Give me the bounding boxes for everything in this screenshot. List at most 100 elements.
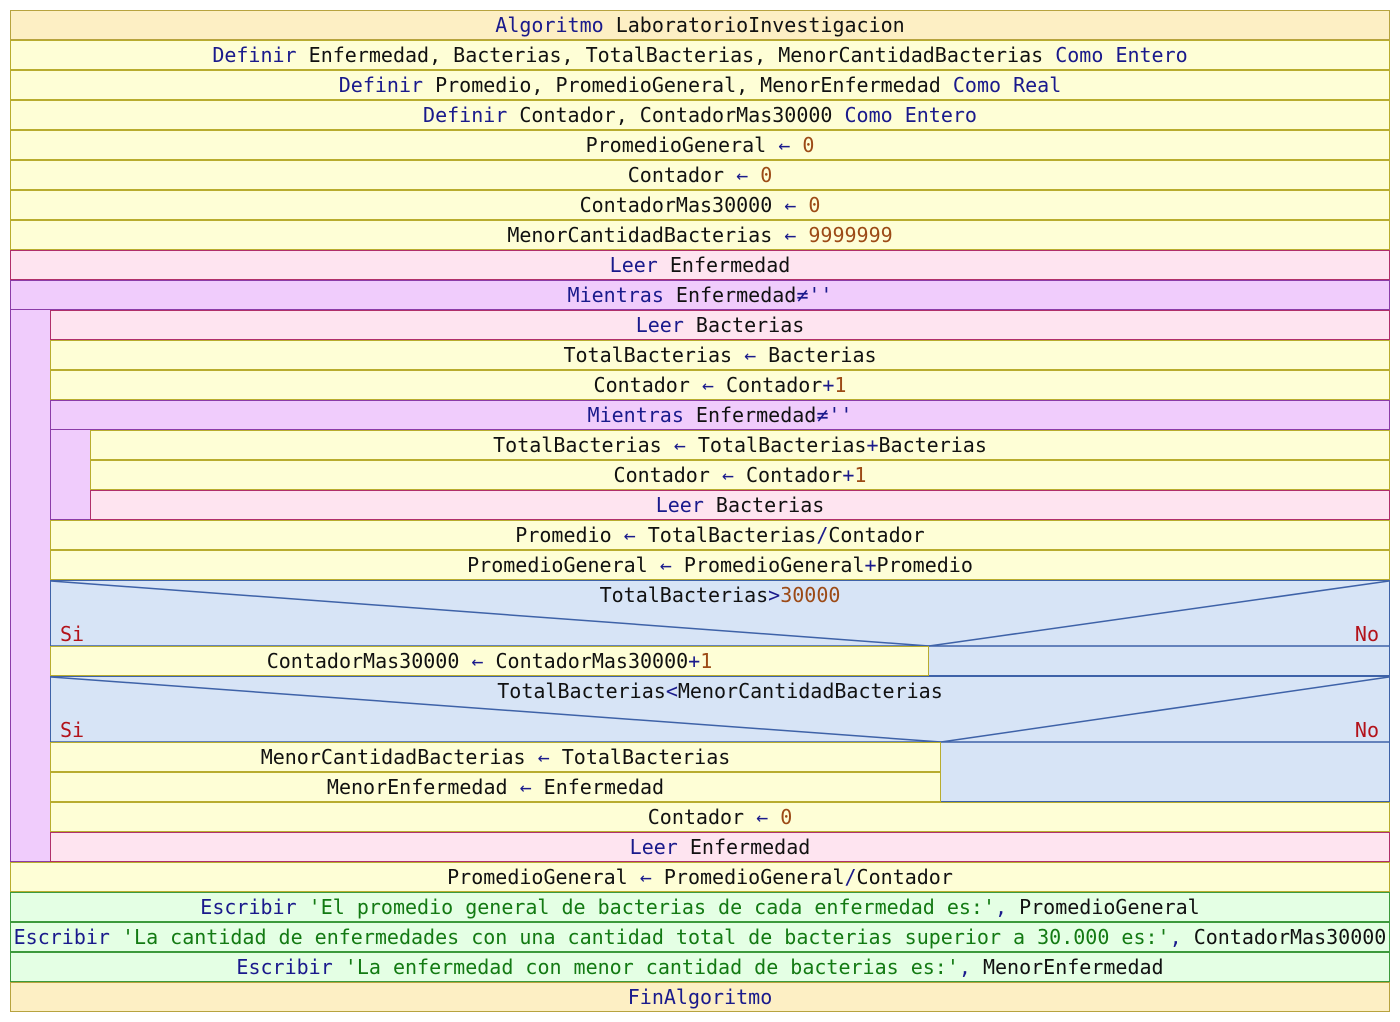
write-var: ContadorMas30000 <box>1193 925 1387 949</box>
assign-arrow: ← <box>537 745 550 769</box>
assign-contador-inc-inner: Contador ← Contador+1 <box>90 460 1390 490</box>
read-var: Enfermedad <box>669 253 791 277</box>
assign-arrow: ← <box>673 433 686 457</box>
assign-arrow: ← <box>744 343 757 367</box>
assign-value: 0 <box>802 133 815 157</box>
write-sep: , <box>958 955 971 979</box>
assign-arrow: ← <box>471 649 484 673</box>
assign-arrow: ← <box>778 133 791 157</box>
assign-target: TotalBacterias <box>493 433 662 457</box>
assign-expr-num: 1 <box>854 463 867 487</box>
assign-value: 9999999 <box>808 223 893 247</box>
assign-expr-num: 1 <box>834 373 847 397</box>
read-var: Bacterias <box>695 313 805 337</box>
while-cond-var: Enfermedad <box>675 283 797 307</box>
assign-arrow: ← <box>659 553 672 577</box>
assign-expr-var: ContadorMas30000 <box>495 649 689 673</box>
read-var: Enfermedad <box>689 835 811 859</box>
assign-contadormas30000-inc: ContadorMas30000 ← ContadorMas30000+1 <box>50 646 929 676</box>
assign-target: PromedioGeneral <box>585 133 767 157</box>
read-bacterias-inner: Leer Bacterias <box>90 490 1390 520</box>
cond-var: TotalBacterias <box>497 679 666 703</box>
assign-expr-op: + <box>688 649 701 673</box>
assign-expr-op: + <box>866 433 879 457</box>
keyword-como: Como <box>844 103 893 127</box>
assign-expr-num: 1 <box>700 649 713 673</box>
keyword-leer: Leer <box>629 835 678 859</box>
keyword-finalgoritmo: FinAlgoritmo <box>627 985 773 1009</box>
assign-target: MenorCantidadBacterias <box>507 223 773 247</box>
define-vars: Contador, ContadorMas30000 <box>519 103 833 127</box>
keyword-como: Como <box>952 73 1002 97</box>
assign-expr-b: Contador <box>828 523 925 547</box>
keyword-mientras: Mientras <box>587 403 684 427</box>
assign-promediogeneral-init: PromedioGeneral ← 0 <box>10 130 1390 160</box>
keyword-leer: Leer <box>655 493 704 517</box>
cond-op: < <box>665 679 678 703</box>
keyword-escribir: Escribir <box>200 895 297 919</box>
write-sep: , <box>1169 925 1182 949</box>
define-vars: Enfermedad, Bacterias, TotalBacterias, M… <box>308 43 1044 67</box>
assign-contadormas30000-init: ContadorMas30000 ← 0 <box>10 190 1390 220</box>
assign-target: ContadorMas30000 <box>266 649 460 673</box>
assign-promediogeneral-acc: PromedioGeneral ← PromedioGeneral+Promed… <box>50 550 1390 580</box>
assign-target: PromedioGeneral <box>467 553 648 577</box>
if-2-no-label: No <box>1354 718 1379 742</box>
algorithm-header: Algoritmo LaboratorioInvestigacion <box>10 10 1390 40</box>
if-1-condition: TotalBacterias>30000 <box>51 583 1389 607</box>
assign-target: ContadorMas30000 <box>579 193 773 217</box>
while-cond-op: ≠'' <box>816 403 853 427</box>
assign-target: Contador <box>593 373 690 397</box>
write-promedio-general: Escribir 'El promedio general de bacteri… <box>10 892 1390 922</box>
read-enfermedad-loop: Leer Enfermedad <box>50 832 1390 862</box>
keyword-escribir: Escribir <box>13 925 110 949</box>
assign-expr-var: Contador <box>746 463 843 487</box>
assign-expr-a: PromedioGeneral <box>683 553 865 577</box>
assign-value: 0 <box>760 163 773 187</box>
if-2-yes-label: Si <box>60 718 85 742</box>
algorithm-footer: FinAlgoritmo <box>10 982 1390 1012</box>
assign-expr-a: TotalBacterias <box>697 433 867 457</box>
define-statement-1: Definir Enfermedad, Bacterias, TotalBact… <box>10 40 1390 70</box>
assign-menorcantidad: MenorCantidadBacterias ← TotalBacterias <box>50 742 941 772</box>
write-sep: , <box>995 895 1008 919</box>
assign-menorenfermedad: MenorEnfermedad ← Enfermedad <box>50 772 941 802</box>
assign-arrow: ← <box>784 193 797 217</box>
assign-expr-var: Contador <box>726 373 823 397</box>
write-var: PromedioGeneral <box>1019 895 1200 919</box>
keyword-definir: Definir <box>423 103 508 127</box>
write-menor-enfermedad: Escribir 'La enfermedad con menor cantid… <box>10 952 1390 982</box>
assign-expr: Enfermedad <box>543 775 665 799</box>
define-vars: Promedio, PromedioGeneral, MenorEnfermed… <box>435 73 941 97</box>
assign-target: Contador <box>627 163 725 187</box>
cond-num: 30000 <box>780 583 841 607</box>
keyword-mientras: Mientras <box>567 283 664 307</box>
define-statement-3: Definir Contador, ContadorMas30000 Como … <box>10 100 1390 130</box>
assign-contador-init: Contador ← 0 <box>10 160 1390 190</box>
assign-contador-reset: Contador ← 0 <box>50 802 1390 832</box>
assign-expr-op: + <box>842 463 855 487</box>
algorithm-name: LaboratorioInvestigacion <box>615 13 905 37</box>
assign-expr-b: Bacterias <box>878 433 987 457</box>
assign-arrow: ← <box>639 865 652 889</box>
define-type: Entero <box>904 103 977 127</box>
define-type: Real <box>1013 73 1062 97</box>
cond-var: TotalBacterias <box>599 583 769 607</box>
assign-target: Contador <box>647 805 745 829</box>
assign-contador-inc: Contador ← Contador+1 <box>50 370 1390 400</box>
keyword-leer: Leer <box>635 313 684 337</box>
assign-expr: TotalBacterias <box>561 745 731 769</box>
define-statement-2: Definir Promedio, PromedioGeneral, Menor… <box>10 70 1390 100</box>
write-var: MenorEnfermedad <box>982 955 1164 979</box>
if-1-yes-label: Si <box>60 622 85 646</box>
assign-arrow: ← <box>756 805 769 829</box>
assign-arrow: ← <box>736 163 749 187</box>
assign-value: 0 <box>808 193 821 217</box>
assign-arrow: ← <box>623 523 636 547</box>
assign-target: MenorCantidadBacterias <box>260 745 526 769</box>
keyword-como: Como <box>1055 43 1104 67</box>
assign-promedio: Promedio ← TotalBacterias/Contador <box>50 520 1390 550</box>
while-cond-op: ≠'' <box>796 283 833 307</box>
assign-target: Contador <box>613 463 710 487</box>
while-cond-var: Enfermedad <box>695 403 817 427</box>
